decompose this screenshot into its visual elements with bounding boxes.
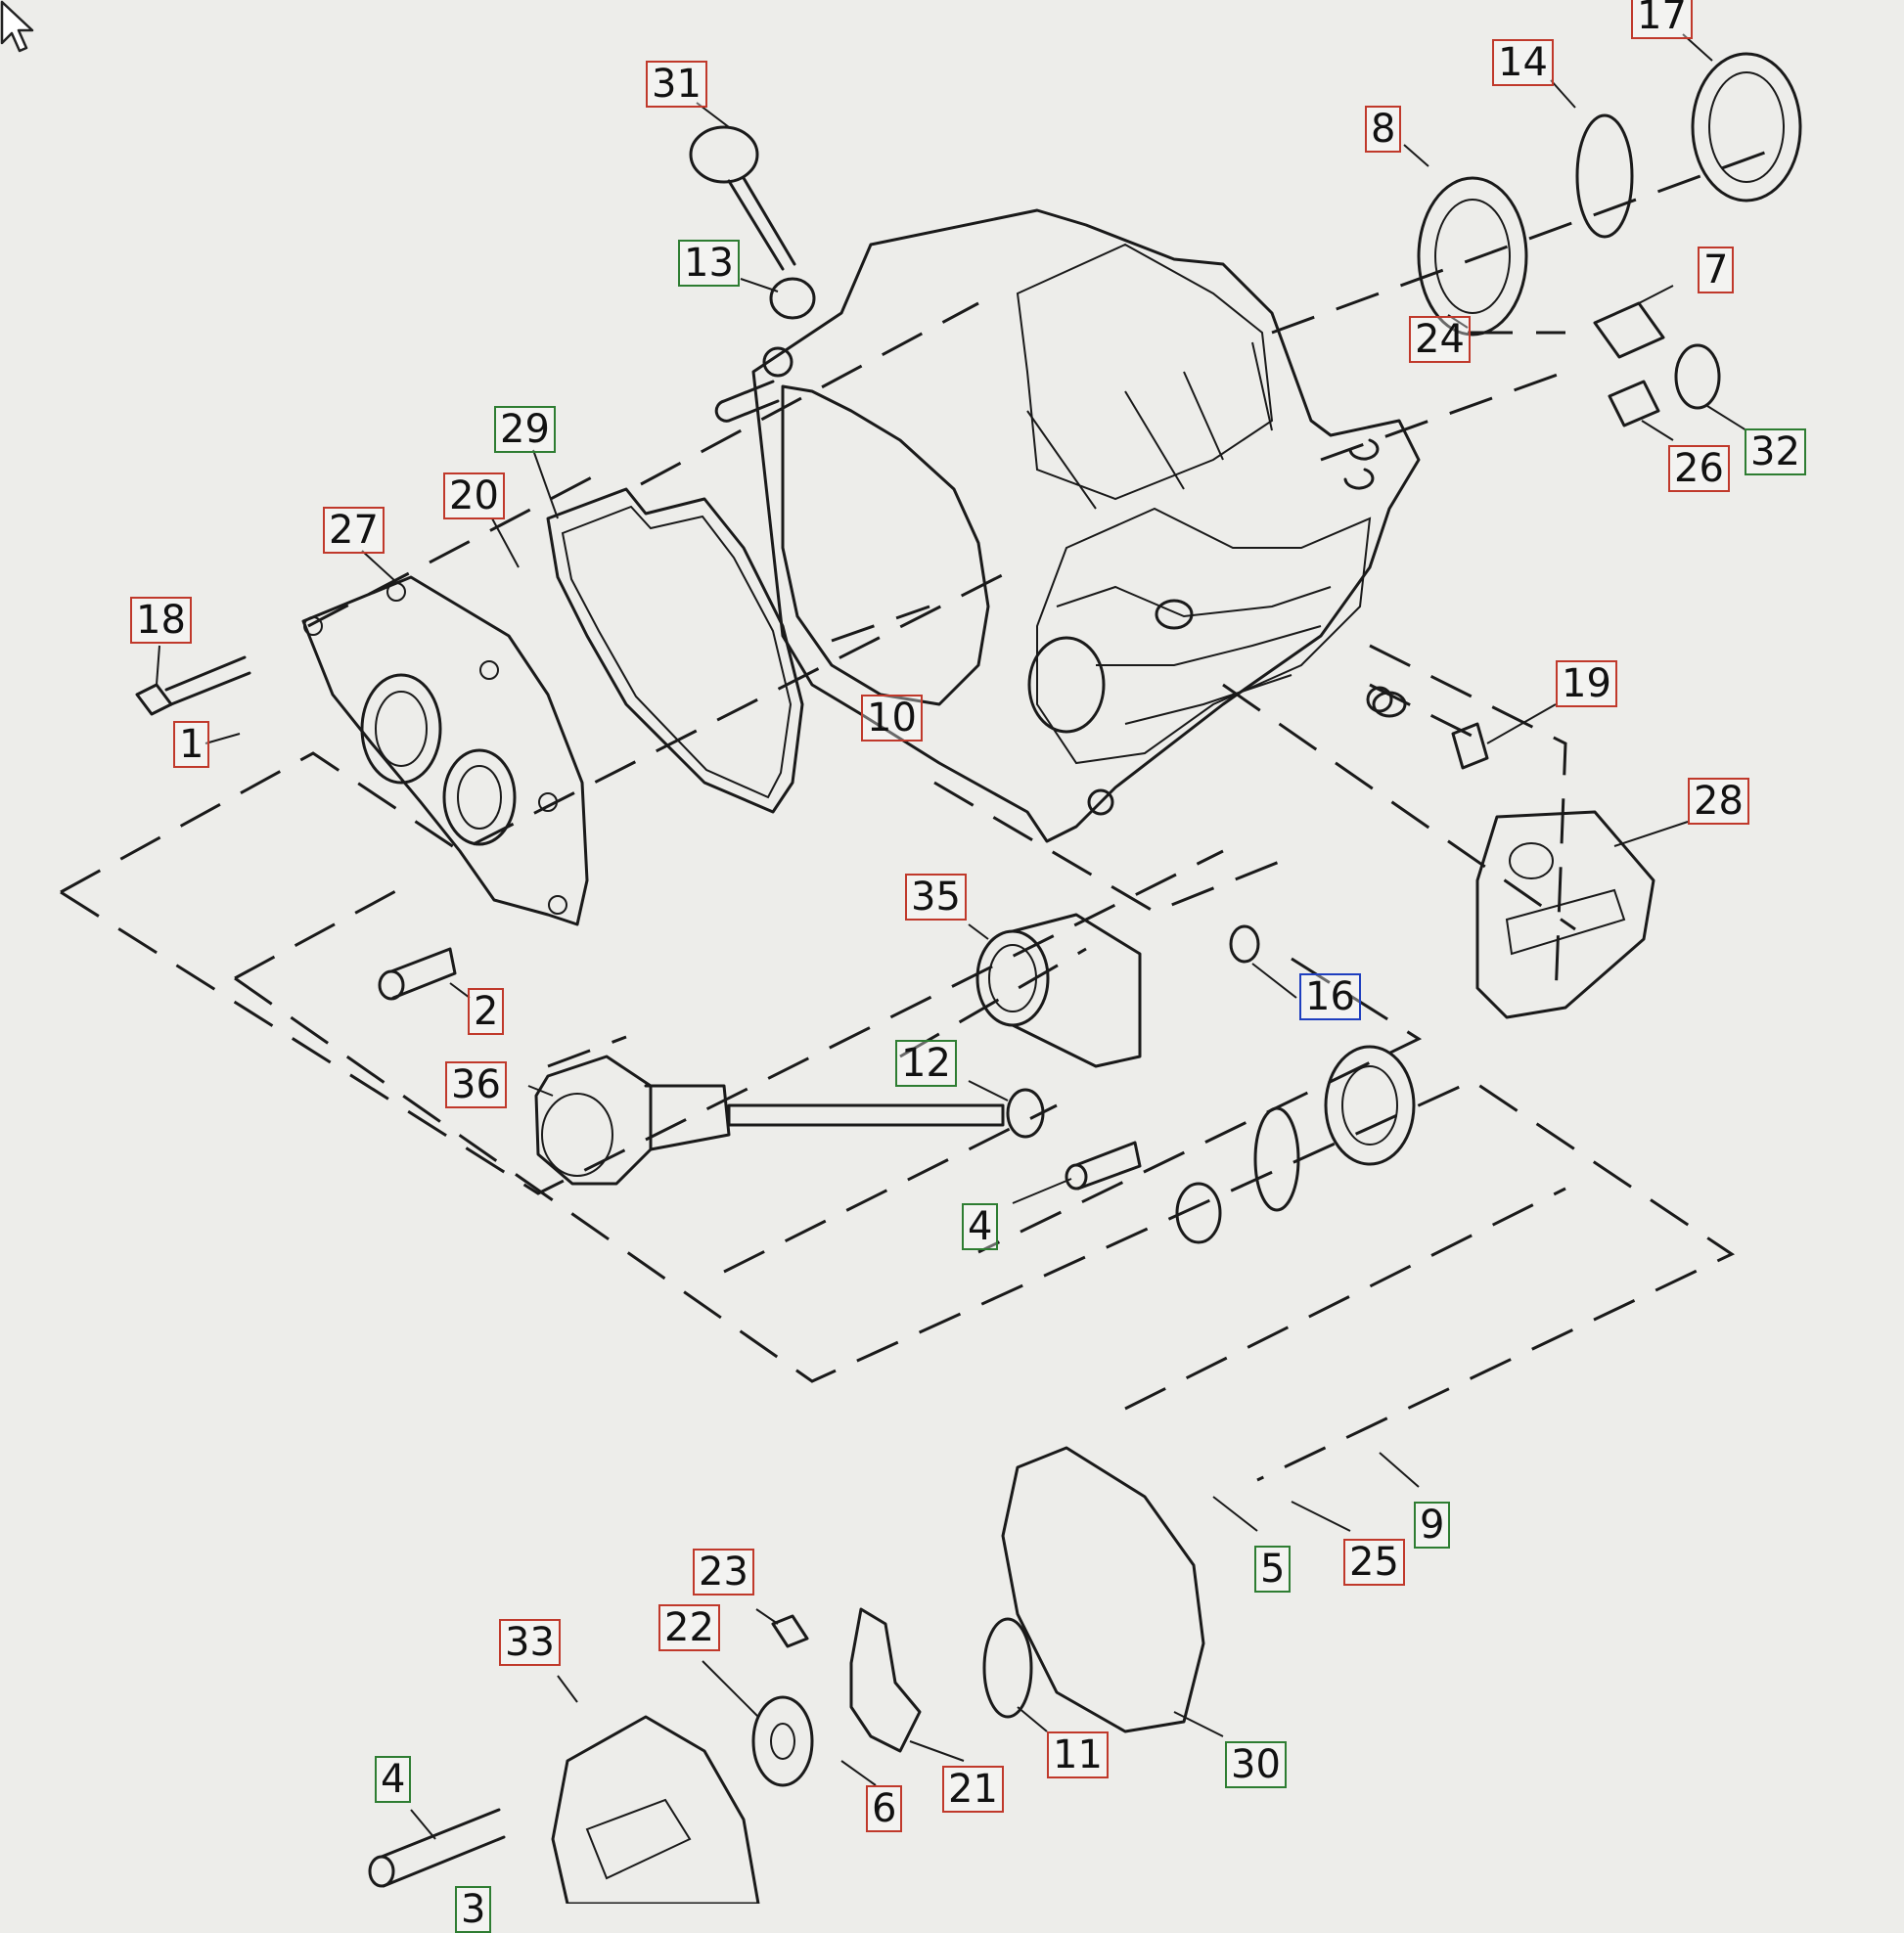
callout-16: 16 xyxy=(1299,973,1361,1020)
callout-30: 30 xyxy=(1225,1741,1287,1788)
callout-4a: 4 xyxy=(962,1203,999,1250)
side-cover-27 xyxy=(301,575,589,926)
callout-31: 31 xyxy=(646,61,707,108)
callout-27: 27 xyxy=(323,507,385,554)
callout-9: 9 xyxy=(1414,1502,1451,1549)
callout-32: 32 xyxy=(1745,428,1806,475)
callout-4b: 4 xyxy=(375,1756,412,1803)
callout-36: 36 xyxy=(445,1061,507,1108)
seals-and-rings xyxy=(769,52,1802,1719)
lever-21 xyxy=(849,1607,922,1753)
assembly-guide-lines xyxy=(60,145,1782,1482)
callout-25: 25 xyxy=(1343,1539,1405,1586)
gasket-28 xyxy=(1475,810,1655,1019)
callout-6: 6 xyxy=(866,1785,903,1832)
gasket-29-inner xyxy=(561,505,793,799)
arrow-cursor-icon xyxy=(0,0,34,53)
callout-21: 21 xyxy=(942,1766,1004,1813)
callout-35: 35 xyxy=(905,874,967,921)
bolt-4-lower xyxy=(368,1808,506,1888)
spacer-22 xyxy=(751,1695,814,1787)
fitting-35 xyxy=(975,913,1142,1068)
callout-26: 26 xyxy=(1668,445,1730,492)
callout-12: 12 xyxy=(895,1040,957,1087)
callout-17: 17 xyxy=(1631,0,1693,39)
callout-10: 10 xyxy=(861,695,923,742)
callout-20: 20 xyxy=(443,472,505,519)
callout-23: 23 xyxy=(693,1549,754,1596)
callout-19: 19 xyxy=(1556,660,1617,707)
callout-5: 5 xyxy=(1254,1546,1292,1593)
callout-22: 22 xyxy=(658,1604,720,1651)
callout-18: 18 xyxy=(130,597,192,644)
leader-lines xyxy=(156,33,1747,1840)
callout-33: 33 xyxy=(499,1619,561,1666)
callout-11: 11 xyxy=(1047,1731,1109,1778)
callout-13: 13 xyxy=(678,240,740,287)
lower-cover-33 xyxy=(551,1715,760,1904)
bolt-18 xyxy=(135,655,251,716)
callout-14: 14 xyxy=(1492,39,1554,86)
transmission-housing xyxy=(714,208,1421,843)
callout-3: 3 xyxy=(455,1886,492,1933)
callout-29: 29 xyxy=(494,406,556,453)
callout-1: 1 xyxy=(173,721,210,768)
callout-2: 2 xyxy=(468,988,505,1035)
gasket-30 xyxy=(1001,1446,1205,1733)
callout-8: 8 xyxy=(1365,106,1402,153)
bolt-2 xyxy=(378,947,457,1001)
dipstick-36 xyxy=(534,1055,1005,1186)
gasket-29 xyxy=(546,487,804,814)
callout-7: 7 xyxy=(1698,247,1735,293)
callout-28: 28 xyxy=(1688,778,1749,825)
bolt-4-upper xyxy=(1065,1141,1142,1191)
bolt-31 xyxy=(689,125,796,271)
callout-24: 24 xyxy=(1409,316,1471,363)
screw-23 xyxy=(771,1614,809,1648)
